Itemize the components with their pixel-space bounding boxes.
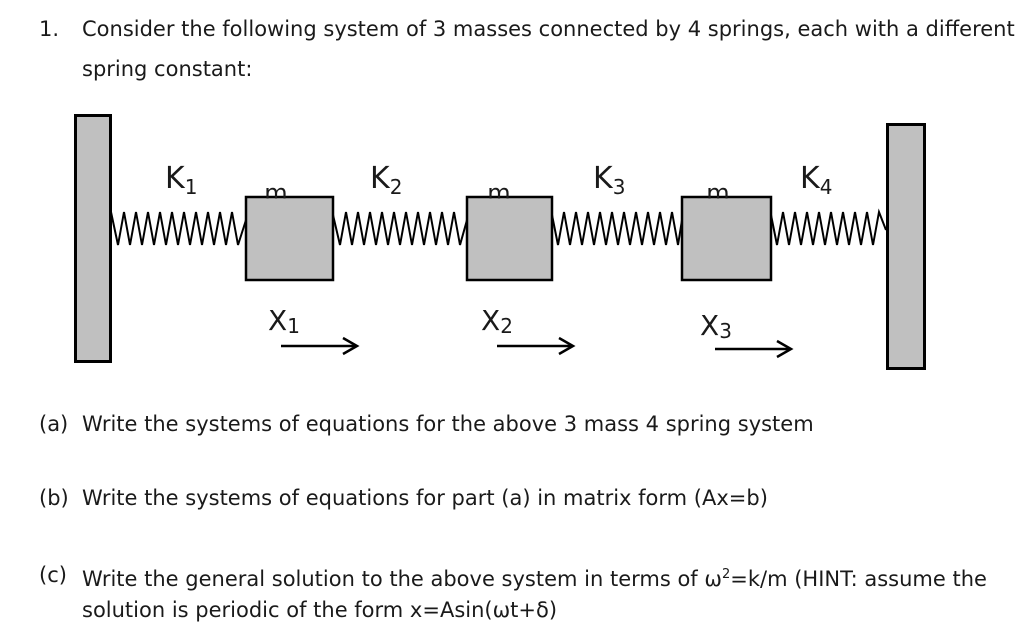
- spring-k1-label-sub: 1: [185, 175, 198, 199]
- part-b-label: (b): [39, 486, 69, 510]
- displacement-x2-label: X2: [481, 304, 513, 338]
- spring-k1-label: K1: [165, 161, 197, 199]
- displacement-x2-sub: 2: [500, 314, 513, 338]
- arrow-x3-icon: [715, 339, 794, 359]
- displacement-x1-label: X1: [268, 304, 300, 338]
- spring-k2-label-main: K: [370, 161, 391, 196]
- part-c-text-before: Write the general solution to the above …: [82, 567, 722, 591]
- part-a-text: Write the systems of equations for the a…: [82, 412, 814, 436]
- part-c-text-after: =k/m (HINT: assume the: [730, 567, 987, 591]
- left-wall: [74, 114, 112, 363]
- spring-k4-label-main: K: [800, 161, 821, 196]
- mass-2-cover: [468, 198, 551, 219]
- spring-k1: [110, 211, 247, 246]
- right-wall: [886, 123, 926, 370]
- displacement-x3-main: X: [700, 309, 719, 342]
- part-c-text-cont: solution is periodic of the form x=Asin(…: [82, 598, 558, 622]
- spring-k4-label: K4: [800, 161, 832, 199]
- spring-k3-label-main: K: [593, 161, 614, 196]
- part-c-text: Write the general solution to the above …: [82, 562, 987, 592]
- problem-intro-text: Consider the following system of 3 masse…: [82, 17, 1015, 41]
- spring-k4: [770, 208, 887, 246]
- spring-k3-label-sub: 3: [613, 175, 626, 199]
- spring-k2: [332, 211, 468, 246]
- spring-k4-label-sub: 4: [820, 175, 833, 199]
- problem-intro-text-cont: spring constant:: [82, 57, 253, 81]
- spring-k2-label: K2: [370, 161, 402, 199]
- displacement-x3-sub: 3: [719, 319, 732, 343]
- spring-k3-label: K3: [593, 161, 625, 199]
- mass-1-cover: [247, 198, 332, 219]
- part-c-label: (c): [39, 563, 67, 587]
- displacement-x1-main: X: [268, 304, 287, 337]
- problem-number: 1.: [39, 17, 60, 41]
- spring-k1-label-main: K: [165, 161, 186, 196]
- spring-k3: [551, 211, 683, 246]
- part-a-label: (a): [39, 412, 69, 436]
- displacement-x1-sub: 1: [287, 314, 300, 338]
- displacement-x2-main: X: [481, 304, 500, 337]
- spring-k2-label-sub: 2: [390, 175, 403, 199]
- mass-3-cover: [683, 198, 770, 219]
- part-c-omega-exponent: 2: [721, 567, 731, 582]
- arrow-x1-icon: [281, 336, 360, 356]
- arrow-x2-icon: [497, 336, 576, 356]
- part-b-text: Write the systems of equations for part …: [82, 486, 768, 510]
- displacement-x3-label: X3: [700, 309, 732, 343]
